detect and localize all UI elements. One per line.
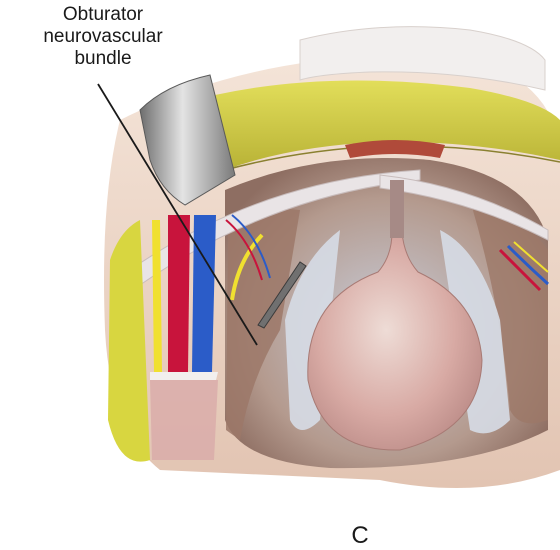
pelvic-band-right <box>379 174 549 241</box>
panel-letter: C <box>351 522 369 549</box>
obturator-neurovascular-bundle-label: Obturator neurovascular bundle <box>8 4 198 70</box>
bladder <box>307 231 483 451</box>
right-vein <box>506 244 550 286</box>
right-nerve <box>513 241 549 273</box>
left-fat-pad <box>108 220 150 462</box>
peritoneum-left <box>285 230 340 430</box>
callout-line-3: bundle <box>74 48 132 69</box>
callout-pointer-line <box>97 83 258 346</box>
urachus <box>390 180 404 238</box>
surgical-drape <box>299 26 546 91</box>
callout-line-1: Obturator <box>62 4 144 25</box>
pubic-symphysis <box>345 140 445 158</box>
callout-line-2: neurovascular <box>43 26 163 47</box>
external-iliac-vein <box>192 215 216 372</box>
right-vessels <box>498 248 542 292</box>
lower-vessel-stumps <box>150 380 218 460</box>
retractor-blade-icon <box>139 74 236 206</box>
obturator-nerve <box>230 233 264 301</box>
external-iliac-artery <box>168 215 190 372</box>
genitofemoral-nerve <box>152 220 162 372</box>
obturator-artery <box>225 219 263 281</box>
cut-vessel-edge <box>150 372 218 380</box>
obturator-vein <box>231 214 271 279</box>
forceps-icon <box>257 261 307 329</box>
abdominal-fat <box>215 80 560 170</box>
